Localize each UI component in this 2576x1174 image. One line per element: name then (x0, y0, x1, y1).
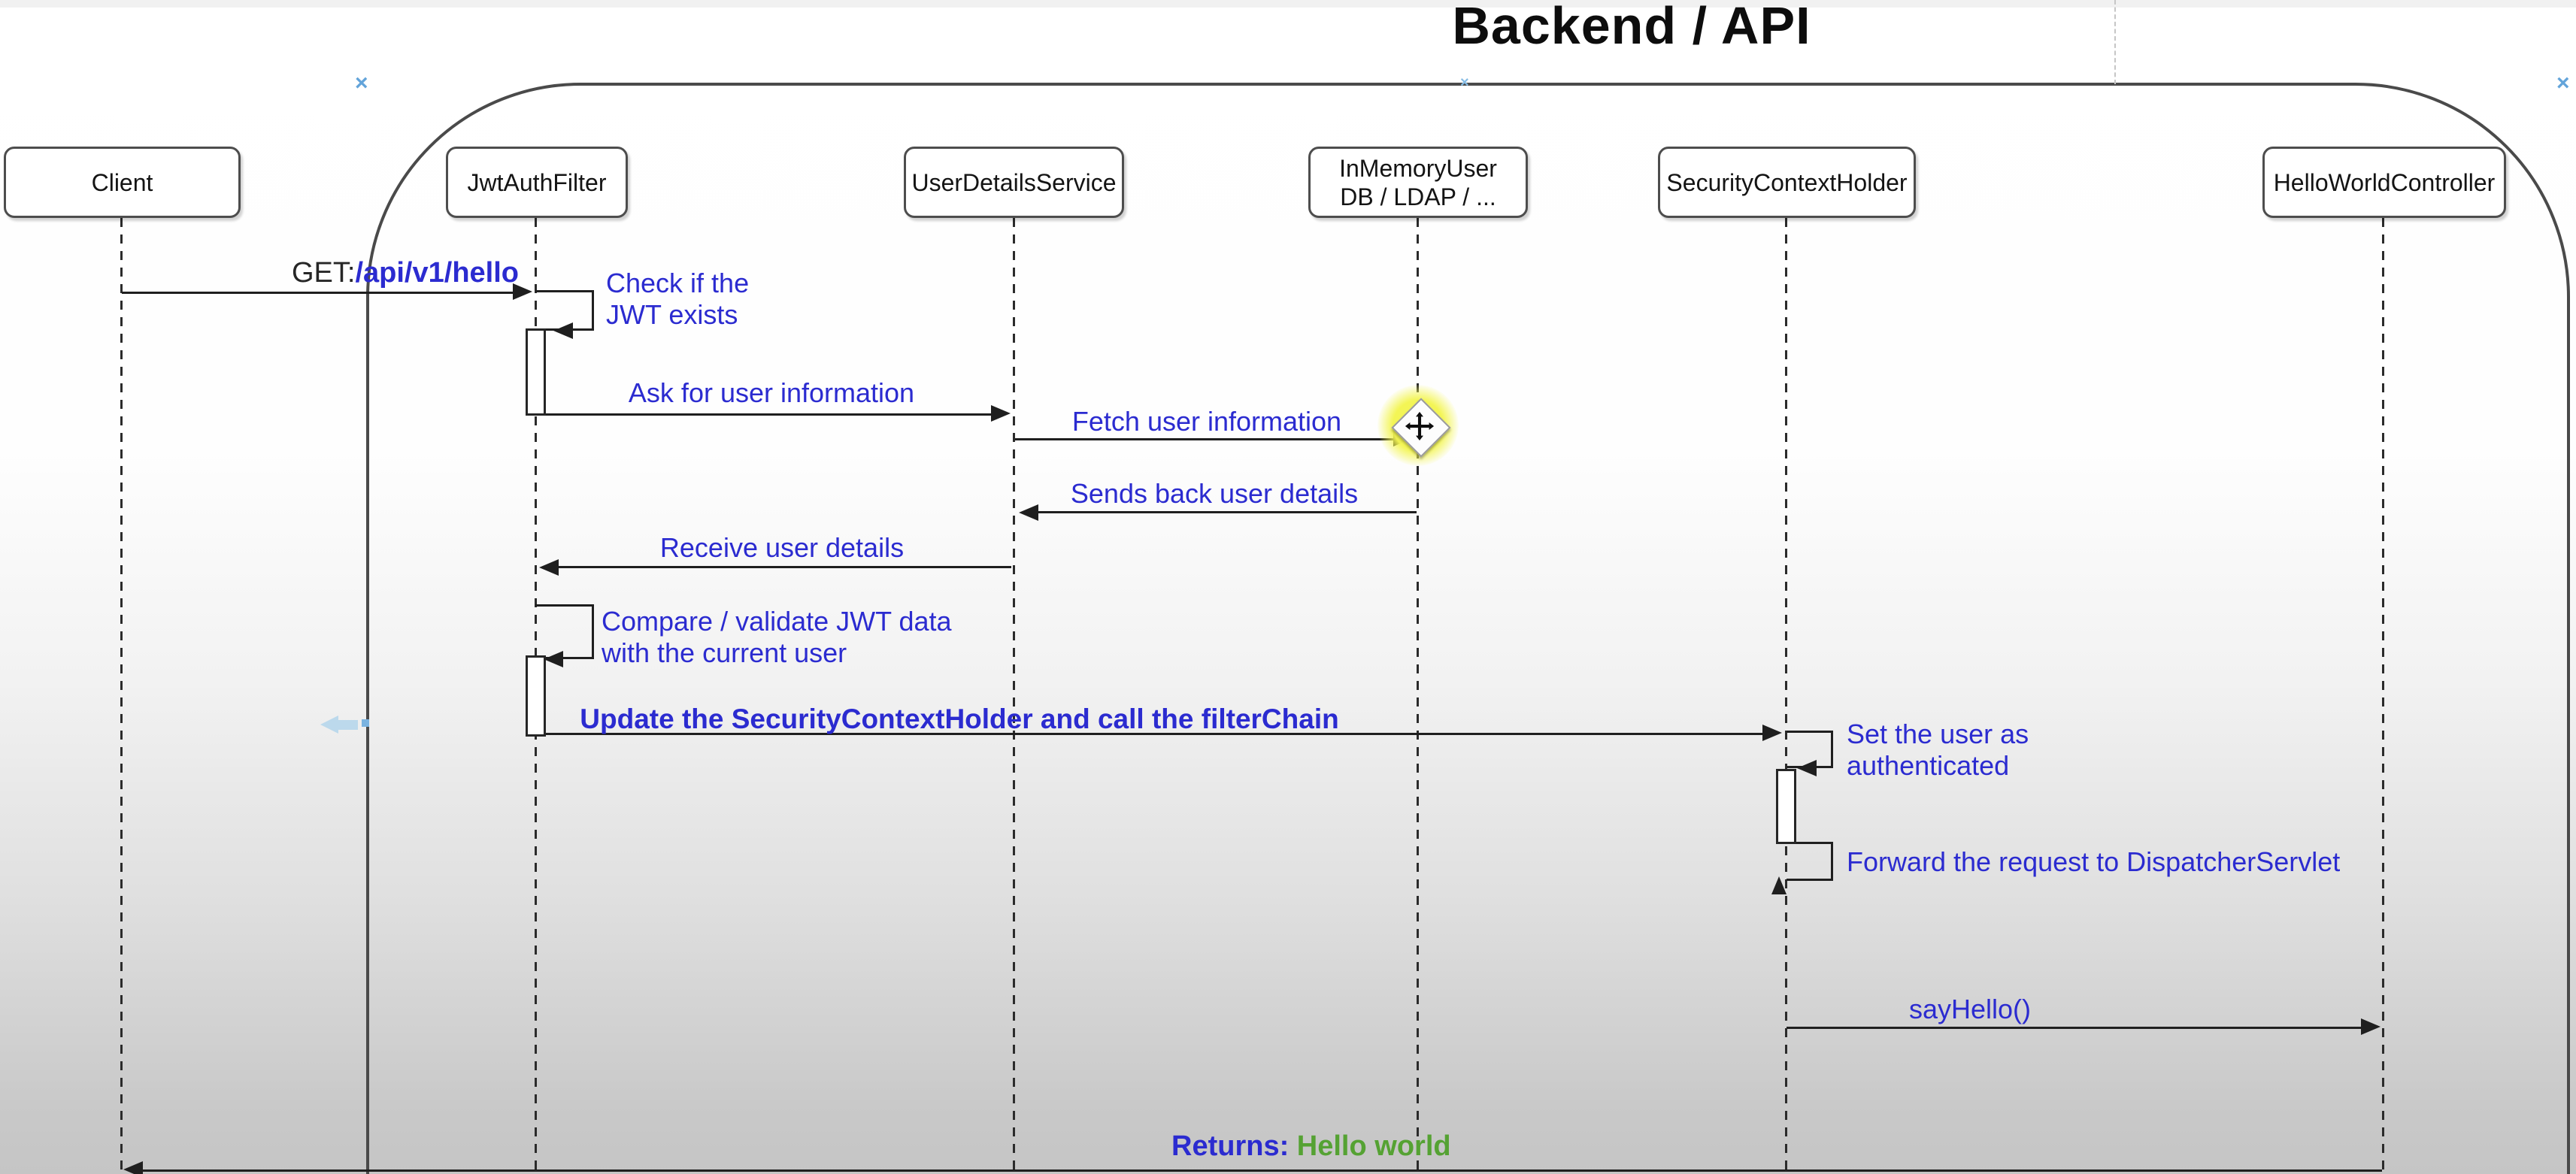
lifeline-client (120, 218, 123, 1174)
message-label-set-user[interactable]: Set the user as authenticated (1847, 719, 2029, 782)
actor-label: SecurityContextHolder (1666, 168, 1908, 196)
get-path-text: /api/v1/hello (355, 257, 519, 289)
message-label-forward-request[interactable]: Forward the request to DispatcherServlet (1847, 846, 2340, 878)
actor-inmemoryuser[interactable]: InMemoryUser DB / LDAP / ... (1308, 147, 1528, 218)
connect-hint-arrow-icon (320, 716, 338, 734)
label-line: Update the SecurityContextHolder and cal… (580, 703, 1339, 734)
actor-label: HelloWorldController (2273, 168, 2496, 196)
connect-hint-arrow-icon (338, 720, 358, 730)
message-line-update-context[interactable] (546, 733, 1764, 735)
actor-label: JwtAuthFilter (467, 168, 607, 196)
message-label-fetch-user-info[interactable]: Fetch user information (1015, 406, 1399, 437)
arrowhead-icon (539, 559, 559, 576)
message-label-check-jwt[interactable]: Check if the JWT exists (606, 268, 749, 331)
arrowhead-icon (2361, 1018, 2381, 1035)
selection-handle-icon[interactable]: × (1460, 74, 1469, 91)
message-line-sayhello[interactable] (1787, 1027, 2362, 1029)
actor-label: Client (91, 168, 153, 196)
message-label-sayhello[interactable]: sayHello() (1820, 994, 2120, 1025)
message-label-returns[interactable]: Returns: Hello world (1171, 1130, 1451, 1163)
activation-bar-jwtauthfilter-2[interactable] (526, 655, 546, 737)
label-line: Compare / validate JWT data (602, 606, 952, 637)
returns-label-text: Returns: (1171, 1130, 1290, 1162)
message-line-send-back-details[interactable] (1038, 511, 1417, 513)
message-line-fetch-user-info[interactable] (1015, 438, 1395, 440)
label-line: Forward the request to DispatcherServlet (1847, 846, 2341, 877)
guide-dashed-line (2114, 0, 2116, 84)
arrowhead-icon (544, 651, 563, 667)
lifeline-inmemoryuser (1417, 218, 1419, 1174)
actor-label: DB / LDAP / ... (1340, 183, 1496, 210)
actor-jwtauthfilter[interactable]: JwtAuthFilter (446, 147, 628, 218)
lifeline-securitycontextholder (1785, 218, 1787, 1174)
label-line: sayHello() (1908, 994, 2032, 1024)
arrowhead-icon (123, 1161, 143, 1174)
label-line: JWT exists (606, 299, 738, 330)
arrowhead-icon (513, 283, 532, 300)
activation-bar-securitycontextholder[interactable] (1776, 769, 1796, 844)
actor-userdetailsservice[interactable]: UserDetailsService (904, 147, 1124, 218)
backend-api-frame[interactable] (366, 83, 2570, 1174)
message-label-ask-user-info[interactable]: Ask for user information (546, 377, 997, 409)
self-message-compare-validate[interactable] (535, 604, 594, 659)
message-label-get[interactable]: GET:/api/v1/hello (292, 257, 519, 289)
message-label-send-back-details[interactable]: Sends back user details (1023, 478, 1406, 510)
actor-client[interactable]: Client (4, 147, 241, 218)
actor-label: UserDetailsService (911, 168, 1117, 196)
actor-label: InMemoryUser (1339, 154, 1497, 182)
message-label-receive-details[interactable]: Receive user details (556, 532, 1008, 564)
edge-anchor-tick (362, 719, 369, 727)
label-line: Ask for user information (628, 377, 915, 408)
message-line-get[interactable] (122, 292, 514, 294)
diagram-title: Backend / API (1452, 0, 1811, 55)
actor-helloworldcontroller[interactable]: HelloWorldController (2262, 147, 2506, 218)
message-line-ask-user-info[interactable] (546, 413, 993, 416)
arrowhead-icon (991, 405, 1011, 422)
lifeline-userdetailsservice (1013, 218, 1015, 1174)
label-line: Fetch user information (1071, 406, 1342, 437)
activation-bar-jwtauthfilter-1[interactable] (526, 328, 546, 416)
returns-value-text: Hello world (1296, 1130, 1451, 1162)
get-method-text: GET: (292, 257, 356, 289)
arrowhead-icon (553, 322, 573, 339)
lifeline-helloworldcontroller (2382, 218, 2384, 1174)
label-line: Sends back user details (1070, 478, 1359, 509)
arrowhead-icon (1797, 760, 1817, 776)
label-line: Set the user as (1847, 719, 2029, 749)
message-line-receive-details[interactable] (559, 566, 1011, 568)
label-line: Receive user details (659, 532, 905, 563)
selection-handle-icon[interactable]: × (355, 71, 368, 95)
arrowhead-icon (1019, 504, 1038, 521)
selection-handle-icon[interactable]: × (2556, 71, 2570, 95)
actor-securitycontextholder[interactable]: SecurityContextHolder (1658, 147, 1916, 218)
move-cursor-icon[interactable] (1403, 410, 1436, 443)
message-label-compare-validate[interactable]: Compare / validate JWT data with the cur… (602, 606, 952, 669)
arrowhead-icon (1762, 725, 1782, 741)
message-line-returns[interactable] (143, 1169, 2382, 1172)
label-line: with the current user (602, 637, 847, 668)
top-strip (0, 0, 2576, 8)
arrowhead-icon (1771, 876, 1787, 894)
label-line: authenticated (1847, 750, 2010, 781)
label-line: Check if the (606, 268, 750, 298)
message-label-update-context[interactable]: Update the SecurityContextHolder and cal… (546, 703, 1373, 735)
self-message-forward-request[interactable] (1787, 842, 1833, 881)
